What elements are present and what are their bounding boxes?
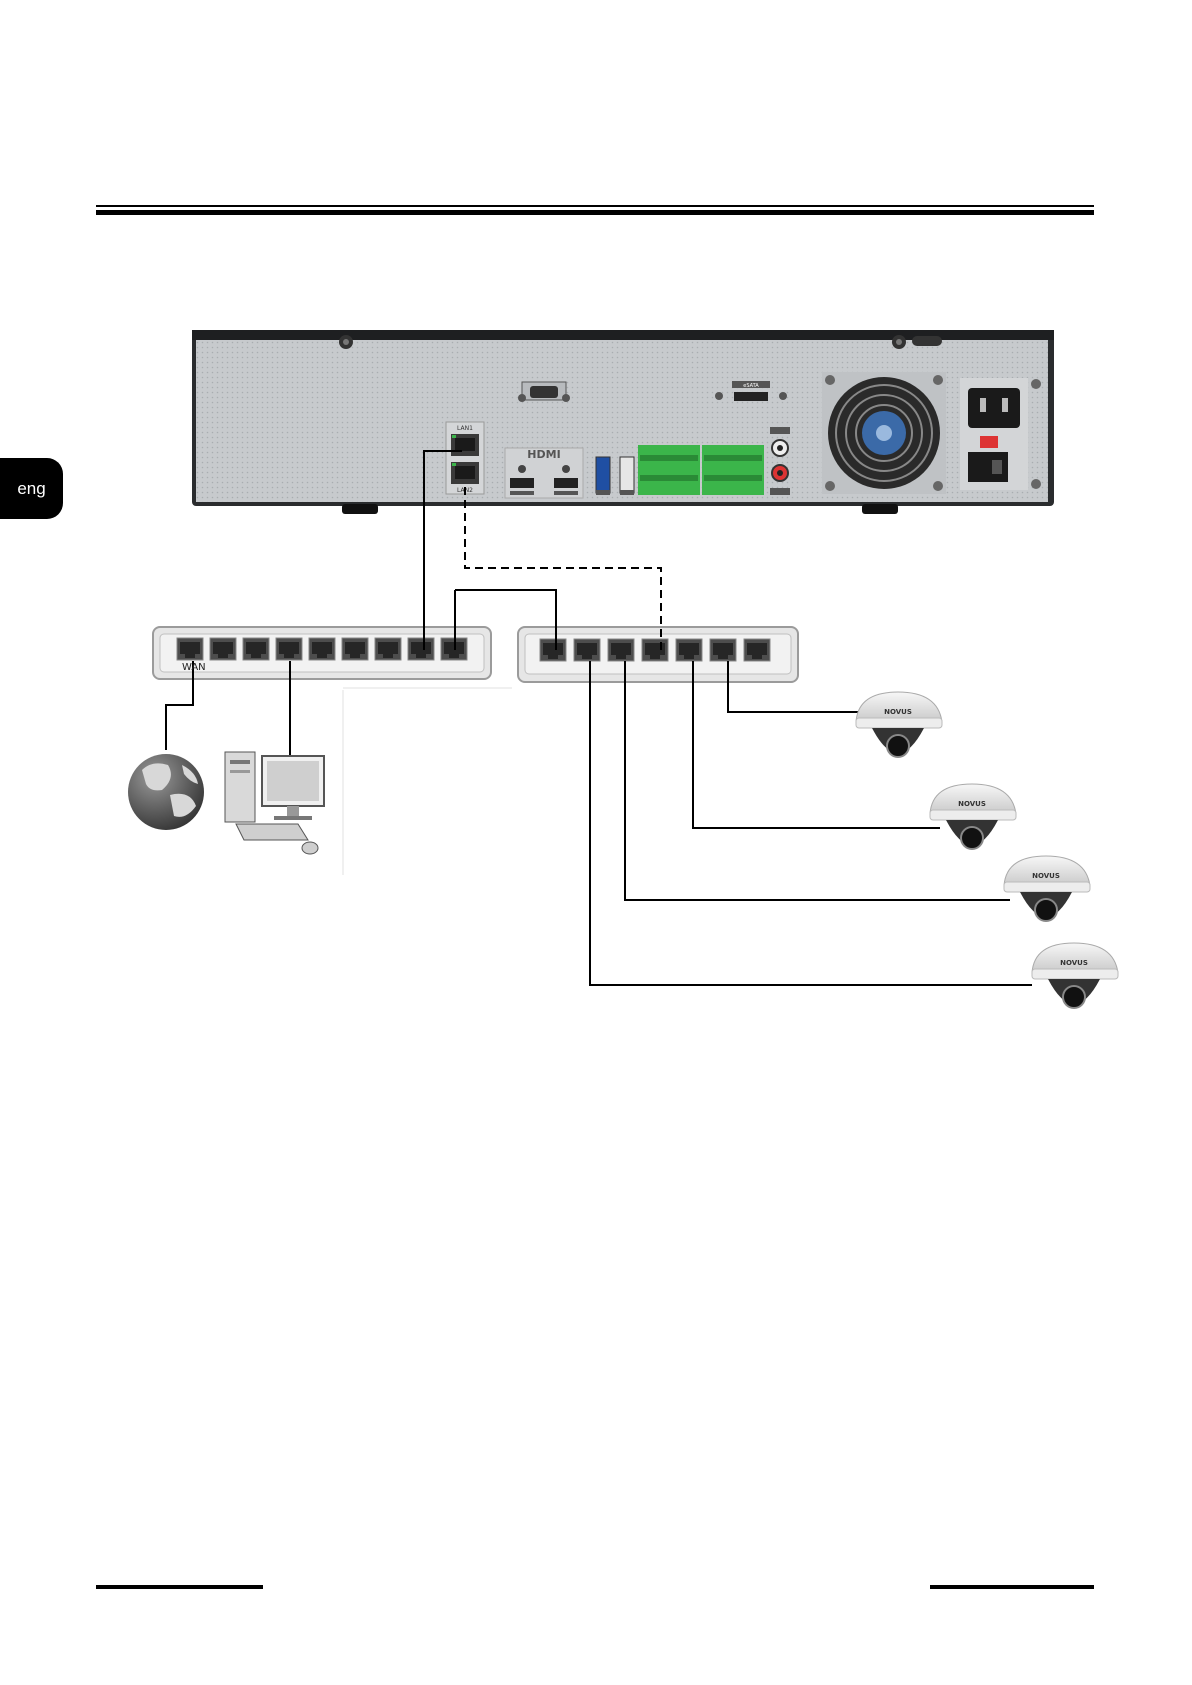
lan-port-block: LAN1 LAN2 (446, 422, 484, 494)
camera-brand: NOVUS (958, 800, 986, 808)
network-switch-2 (518, 627, 798, 682)
lan2-port (451, 462, 479, 484)
camera-brand: NOVUS (1032, 872, 1060, 880)
nvr-rear-panel: LAN1 LAN2 HDMI (192, 330, 1054, 514)
dome-camera-1: NOVUS (856, 692, 942, 757)
camera-brand: NOVUS (884, 708, 912, 716)
dome-camera-2: NOVUS (930, 784, 1016, 849)
esata-label: eSATA (743, 383, 759, 389)
dome-camera-3: NOVUS (1004, 856, 1090, 921)
internet-globe-icon (128, 754, 204, 830)
lan1-label: LAN1 (457, 425, 473, 432)
power-switch (968, 452, 1008, 482)
desktop-computer-icon (225, 752, 324, 854)
hdmi-ports: HDMI (505, 448, 583, 498)
hdmi-logo: HDMI (527, 448, 560, 461)
dome-camera-4: NOVUS (1032, 943, 1118, 1008)
camera-brand: NOVUS (1060, 959, 1088, 967)
cooling-fan (822, 372, 946, 494)
lan1-port (451, 434, 479, 456)
vga-port (518, 382, 570, 402)
wan-port-label: WAN (182, 662, 206, 673)
